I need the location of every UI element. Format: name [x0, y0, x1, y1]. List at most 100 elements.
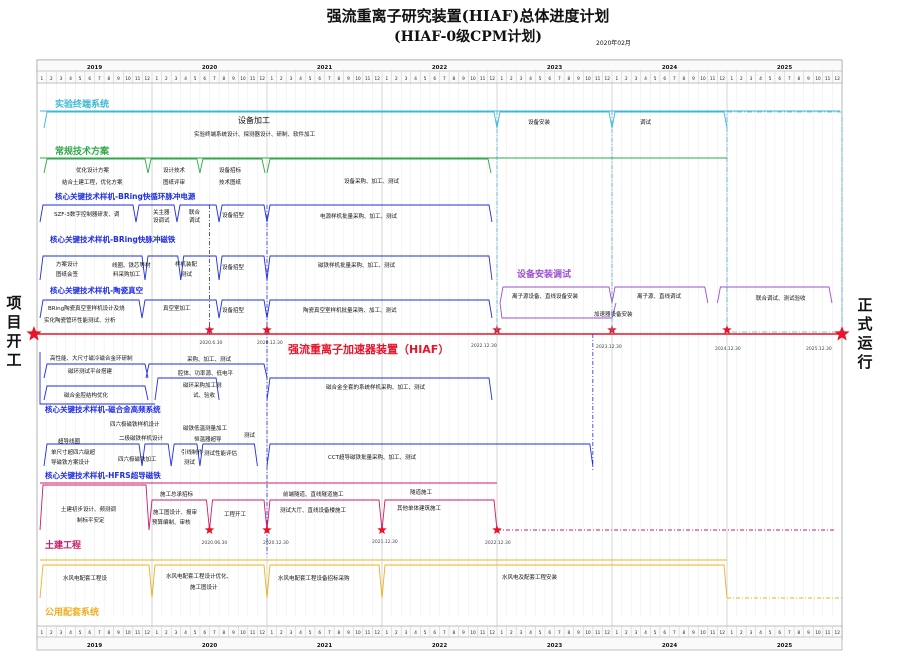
month-label: 2 — [625, 76, 628, 81]
vac-proc-bar — [266, 299, 493, 319]
year-label: 2022 — [432, 65, 447, 71]
month-label: 8 — [798, 76, 801, 81]
month-label: 8 — [568, 76, 571, 81]
milestone-date: 2020.6.30 — [200, 340, 223, 346]
month-label: 2 — [280, 76, 283, 81]
terminal-equip-bar — [43, 111, 498, 129]
hfrs-vac-sub: 测试性能评估 — [204, 449, 238, 457]
month-label: 1 — [40, 76, 43, 81]
utility-p4-bar — [381, 564, 728, 599]
hfrs-test-label: 测试 — [244, 431, 256, 439]
conv-proc-bar — [266, 158, 492, 174]
alloy-proto-bar — [154, 377, 220, 401]
month-label: 2 — [395, 630, 398, 635]
month-label: 6 — [88, 76, 91, 81]
install-hfrs-bar — [611, 286, 709, 304]
civil-other-label: 其他单体建筑施工 — [397, 504, 442, 512]
month-label: 1 — [270, 630, 273, 635]
alloy-struct-label: 磁合金腔结构优化 — [64, 391, 109, 399]
month-label: 11 — [825, 76, 831, 81]
terminal-debug-bar — [611, 111, 728, 129]
month-label: 10 — [355, 630, 361, 635]
magnet-design-label: 方案设计 — [56, 260, 79, 268]
section-civil: 土建工程 — [45, 539, 81, 551]
power-bid-label: 设备招型 — [222, 211, 245, 219]
month-label: 3 — [175, 76, 178, 81]
month-label: 6 — [663, 630, 666, 635]
civil-design-bar — [39, 484, 150, 531]
year-label: 2021 — [317, 643, 332, 649]
install-acc-bar — [499, 302, 617, 319]
month-label: 9 — [807, 630, 810, 635]
year-label: 2025 — [777, 65, 792, 71]
month-label: 8 — [223, 76, 226, 81]
vac-room-label: 真空室加工 — [163, 304, 191, 312]
utility-p1-label: 水风电配套工程设 — [63, 574, 108, 582]
month-label: 10 — [585, 76, 591, 81]
milestone-date: 2021.12.30 — [372, 539, 398, 545]
month-label: 8 — [798, 630, 801, 635]
magnet-assy-sub: 测试 — [181, 270, 193, 278]
month-label: 1 — [730, 630, 733, 635]
month-label: 12 — [375, 76, 381, 81]
year-label: 2020 — [202, 643, 217, 649]
month-label: 6 — [778, 76, 781, 81]
hfrs-coil-label: 超导线圈 — [58, 437, 81, 445]
date-note: 2020年02月 — [596, 39, 631, 47]
terminal-install-label: 设备安装 — [528, 118, 551, 126]
civil-start-label: 工程开工 — [224, 510, 247, 518]
milestone-star-icon — [722, 325, 732, 334]
year-label: 2022 — [432, 643, 447, 649]
month-label: 7 — [98, 76, 101, 81]
month-label: 4 — [414, 630, 417, 635]
month-label: 5 — [309, 76, 312, 81]
month-label: 7 — [328, 630, 331, 635]
month-label: 4 — [69, 76, 72, 81]
alloy-track — [39, 352, 155, 405]
month-label: 2 — [510, 76, 513, 81]
milestone-date: 2022.12.30 — [471, 343, 497, 349]
month-label: 6 — [548, 630, 551, 635]
month-label: 11 — [825, 630, 831, 635]
month-label: 3 — [405, 630, 408, 635]
terminal-debug-label: 调试 — [640, 118, 652, 126]
month-label: 10 — [585, 630, 591, 635]
month-label: 4 — [184, 630, 187, 635]
month-label: 12 — [260, 76, 266, 81]
month-label: 9 — [347, 630, 350, 635]
month-label: 9 — [232, 76, 235, 81]
formal-operation-label: 正式运行 — [856, 296, 872, 371]
utility-p2-bar — [151, 564, 268, 599]
magnet-proc-label: 磁铁样机批量采购、加工、测试 — [318, 261, 396, 269]
hfrs-vac-bar — [199, 443, 258, 467]
conv-bid-bar — [147, 158, 201, 174]
conv-bid-sub: 图纸评审 — [163, 178, 186, 186]
month-label: 12 — [145, 76, 151, 81]
month-label: 6 — [778, 630, 781, 635]
month-label: 8 — [338, 76, 341, 81]
alloy-amp-label: 腔体、功率源、低电平 — [178, 369, 234, 377]
hfrs-make-bar — [170, 443, 201, 467]
month-label: 4 — [299, 630, 302, 635]
civil-draw-label: 施工图设计、报审 — [153, 508, 198, 516]
month-label: 4 — [529, 76, 532, 81]
main-timeline: 强流重离子加速器装置（HIAF） — [34, 333, 842, 356]
year-label: 2024 — [662, 65, 677, 71]
milestone-star-icon — [377, 525, 387, 534]
month-label: 10 — [815, 76, 821, 81]
month-label: 6 — [318, 630, 321, 635]
power-proc-label: 电源样机批量采购、加工、测试 — [320, 212, 398, 220]
month-label: 8 — [108, 630, 111, 635]
month-label: 2 — [50, 630, 53, 635]
conv-call-bar — [199, 158, 266, 174]
alloy-buy-label: 采购、加工、测试 — [187, 355, 232, 363]
month-label: 1 — [40, 630, 43, 635]
month-label: 11 — [135, 76, 141, 81]
civil-design-label: 土建初步设计、频测调 — [61, 505, 117, 513]
hfrs-make-sub: 测试 — [184, 458, 196, 466]
alloy-ring-label: 磁环测试平台搭建 — [68, 367, 113, 375]
month-label: 11 — [365, 630, 371, 635]
month-label: 5 — [194, 630, 197, 635]
civil-struct2-label: 测试大厅、直线设备楼施工 — [280, 506, 347, 514]
hfrs-sys-sub: 导磁铁方案设计 — [51, 458, 90, 466]
